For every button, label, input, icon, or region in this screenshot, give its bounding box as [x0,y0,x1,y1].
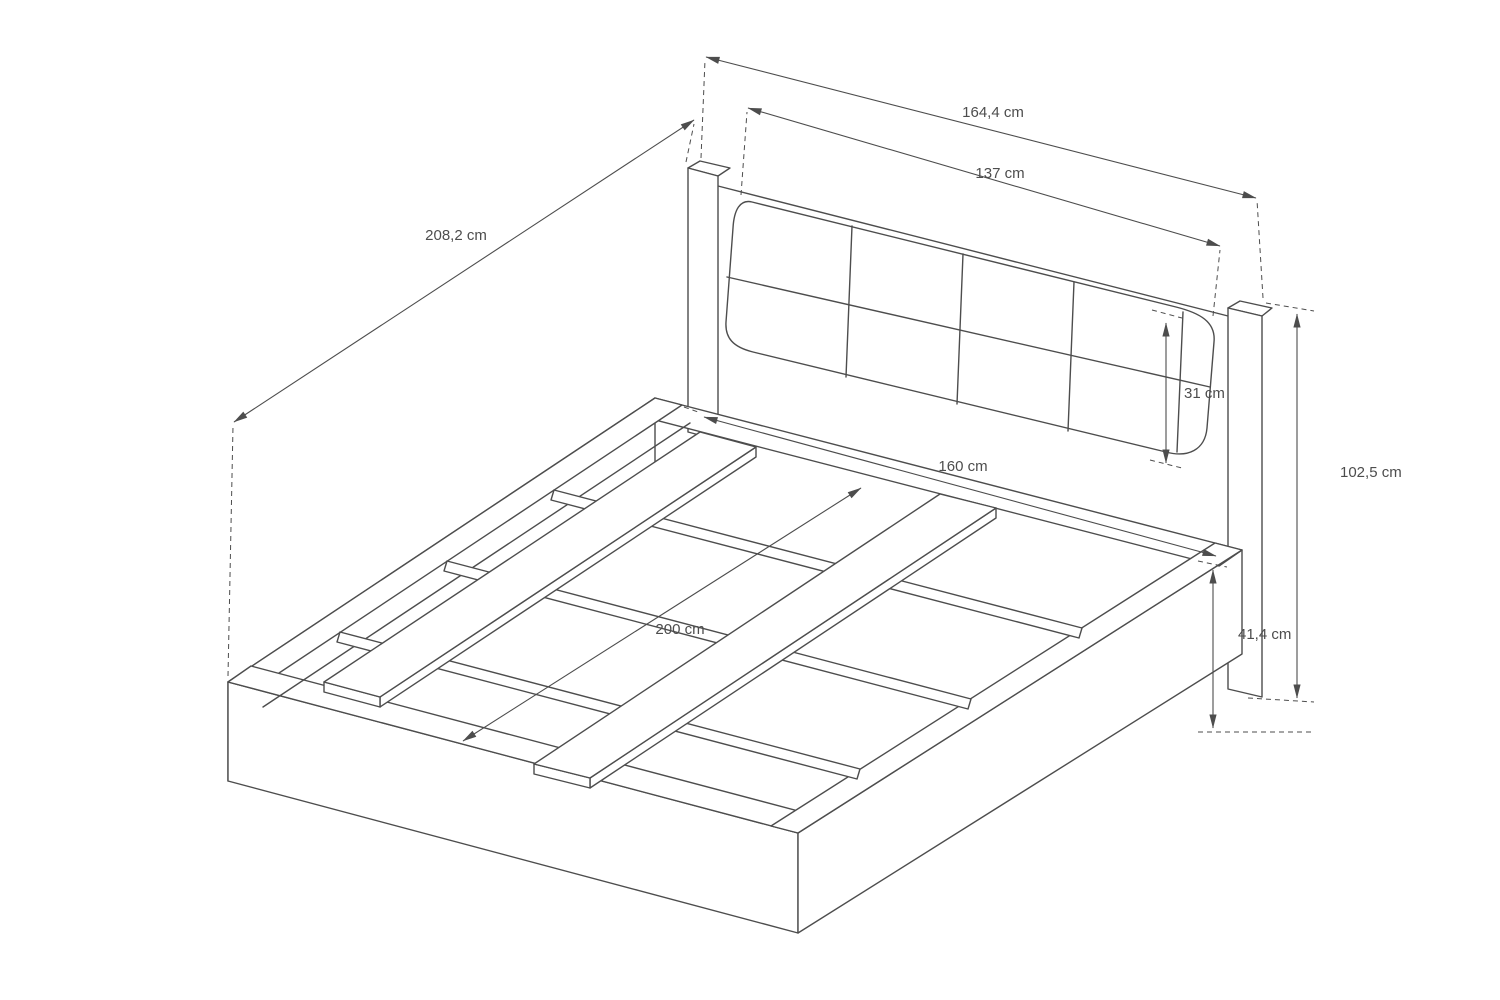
dimension-label-depth: 208,2 cm [425,227,487,244]
cushion-seam-3 [1067,281,1075,432]
extension-line [685,123,695,163]
dimension-inner-width: 160 cm [683,406,1217,557]
dimension-length: 200 cm [462,487,862,742]
headboard-left-post [687,167,719,441]
dimension-line [747,107,1221,247]
cushion-mid-seam [726,276,1211,388]
dimension-label-pad-width: 137 cm [975,165,1024,182]
dimension-line [703,416,1217,557]
dimension-label-total-height: 102,5 cm [1340,464,1402,481]
dimension-line [462,487,862,742]
extension-line [1197,560,1228,568]
dimension-label-pad-height: 31 cm [1184,385,1225,402]
dimension-label-base-height: 41,4 cm [1238,626,1291,643]
left-rail-inner-ledge [262,422,691,708]
right-rail-outer-face [797,549,1243,934]
board-left-top-face [323,431,757,698]
extension-line [1265,302,1315,312]
dimension-label-length: 200 cm [655,621,704,638]
dimension-base-height: 41,4 cm [1197,560,1314,733]
dimensions: 164,4 cm 137 cm 208,2 cm 31 cm 160 cm [227,56,1402,742]
extension-line [1256,199,1264,299]
extension-line [1247,697,1315,703]
extension-line [700,59,706,159]
dimension-total-height: 102,5 cm [1247,302,1402,703]
extension-line [227,425,234,677]
extension-line [1212,249,1221,317]
cushion-seam-1 [845,225,853,378]
extension-line [683,406,702,414]
dimension-depth: 208,2 cm [227,119,695,677]
cushion-seam-2 [956,253,964,405]
dimension-label-inner-width: 160 cm [938,458,987,475]
extension-line [740,111,748,196]
dimension-line [233,119,695,423]
dimension-label-overall-width: 164,4 cm [962,104,1024,121]
dimension-pad-width: 137 cm [740,107,1221,317]
